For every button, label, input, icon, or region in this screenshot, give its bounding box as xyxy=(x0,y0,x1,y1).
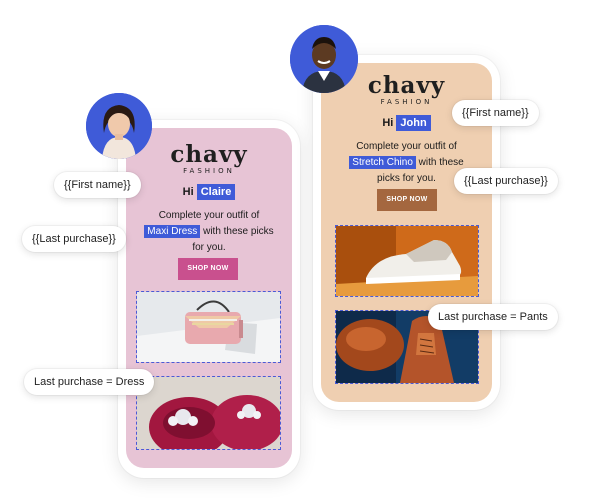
velvet-shoes-illustration xyxy=(137,377,280,449)
handbag-illustration xyxy=(137,292,280,362)
first-name-highlight: Claire xyxy=(196,184,236,200)
email-screen-left: chavy FASHION Hi Claire Complete your ou… xyxy=(126,128,292,468)
first-name-highlight: John xyxy=(396,115,431,131)
shop-now-button[interactable]: SHOP NOW xyxy=(377,189,437,211)
tag-left-rule: Last purchase = Dress xyxy=(24,369,155,395)
last-purchase-highlight: Maxi Dress xyxy=(144,225,201,238)
brand-logo: chavy FASHION xyxy=(367,72,446,106)
velvet-shoes-image xyxy=(136,376,281,450)
sneaker-illustration xyxy=(336,226,478,296)
brand-logo: chavy FASHION xyxy=(170,141,248,175)
greeting: Hi John xyxy=(321,115,492,131)
email-body-text: Complete your outfit of Maxi Dress with … xyxy=(126,208,292,256)
tag-right-first-name: {{First name}} xyxy=(452,100,539,126)
handbag-image xyxy=(136,291,281,363)
sneaker-image xyxy=(335,225,479,297)
last-purchase-highlight: Stretch Chino xyxy=(349,156,416,169)
avatar-john xyxy=(290,25,358,93)
man-avatar-icon xyxy=(290,25,358,93)
greeting: Hi Claire xyxy=(126,184,292,200)
tag-left-first-name: {{First name}} xyxy=(54,172,141,198)
email-body-text: Complete your outfit of Stretch Chino wi… xyxy=(321,139,492,187)
tag-left-last-purchase: {{Last purchase}} xyxy=(22,226,126,252)
avatar-claire xyxy=(86,93,152,159)
shop-now-button[interactable]: SHOP NOW xyxy=(178,258,238,280)
tag-right-rule: Last purchase = Pants xyxy=(428,304,558,330)
tag-right-last-purchase: {{Last purchase}} xyxy=(454,168,558,194)
woman-avatar-icon xyxy=(86,93,152,159)
phone-mockup-left: chavy FASHION Hi Claire Complete your ou… xyxy=(118,120,300,478)
